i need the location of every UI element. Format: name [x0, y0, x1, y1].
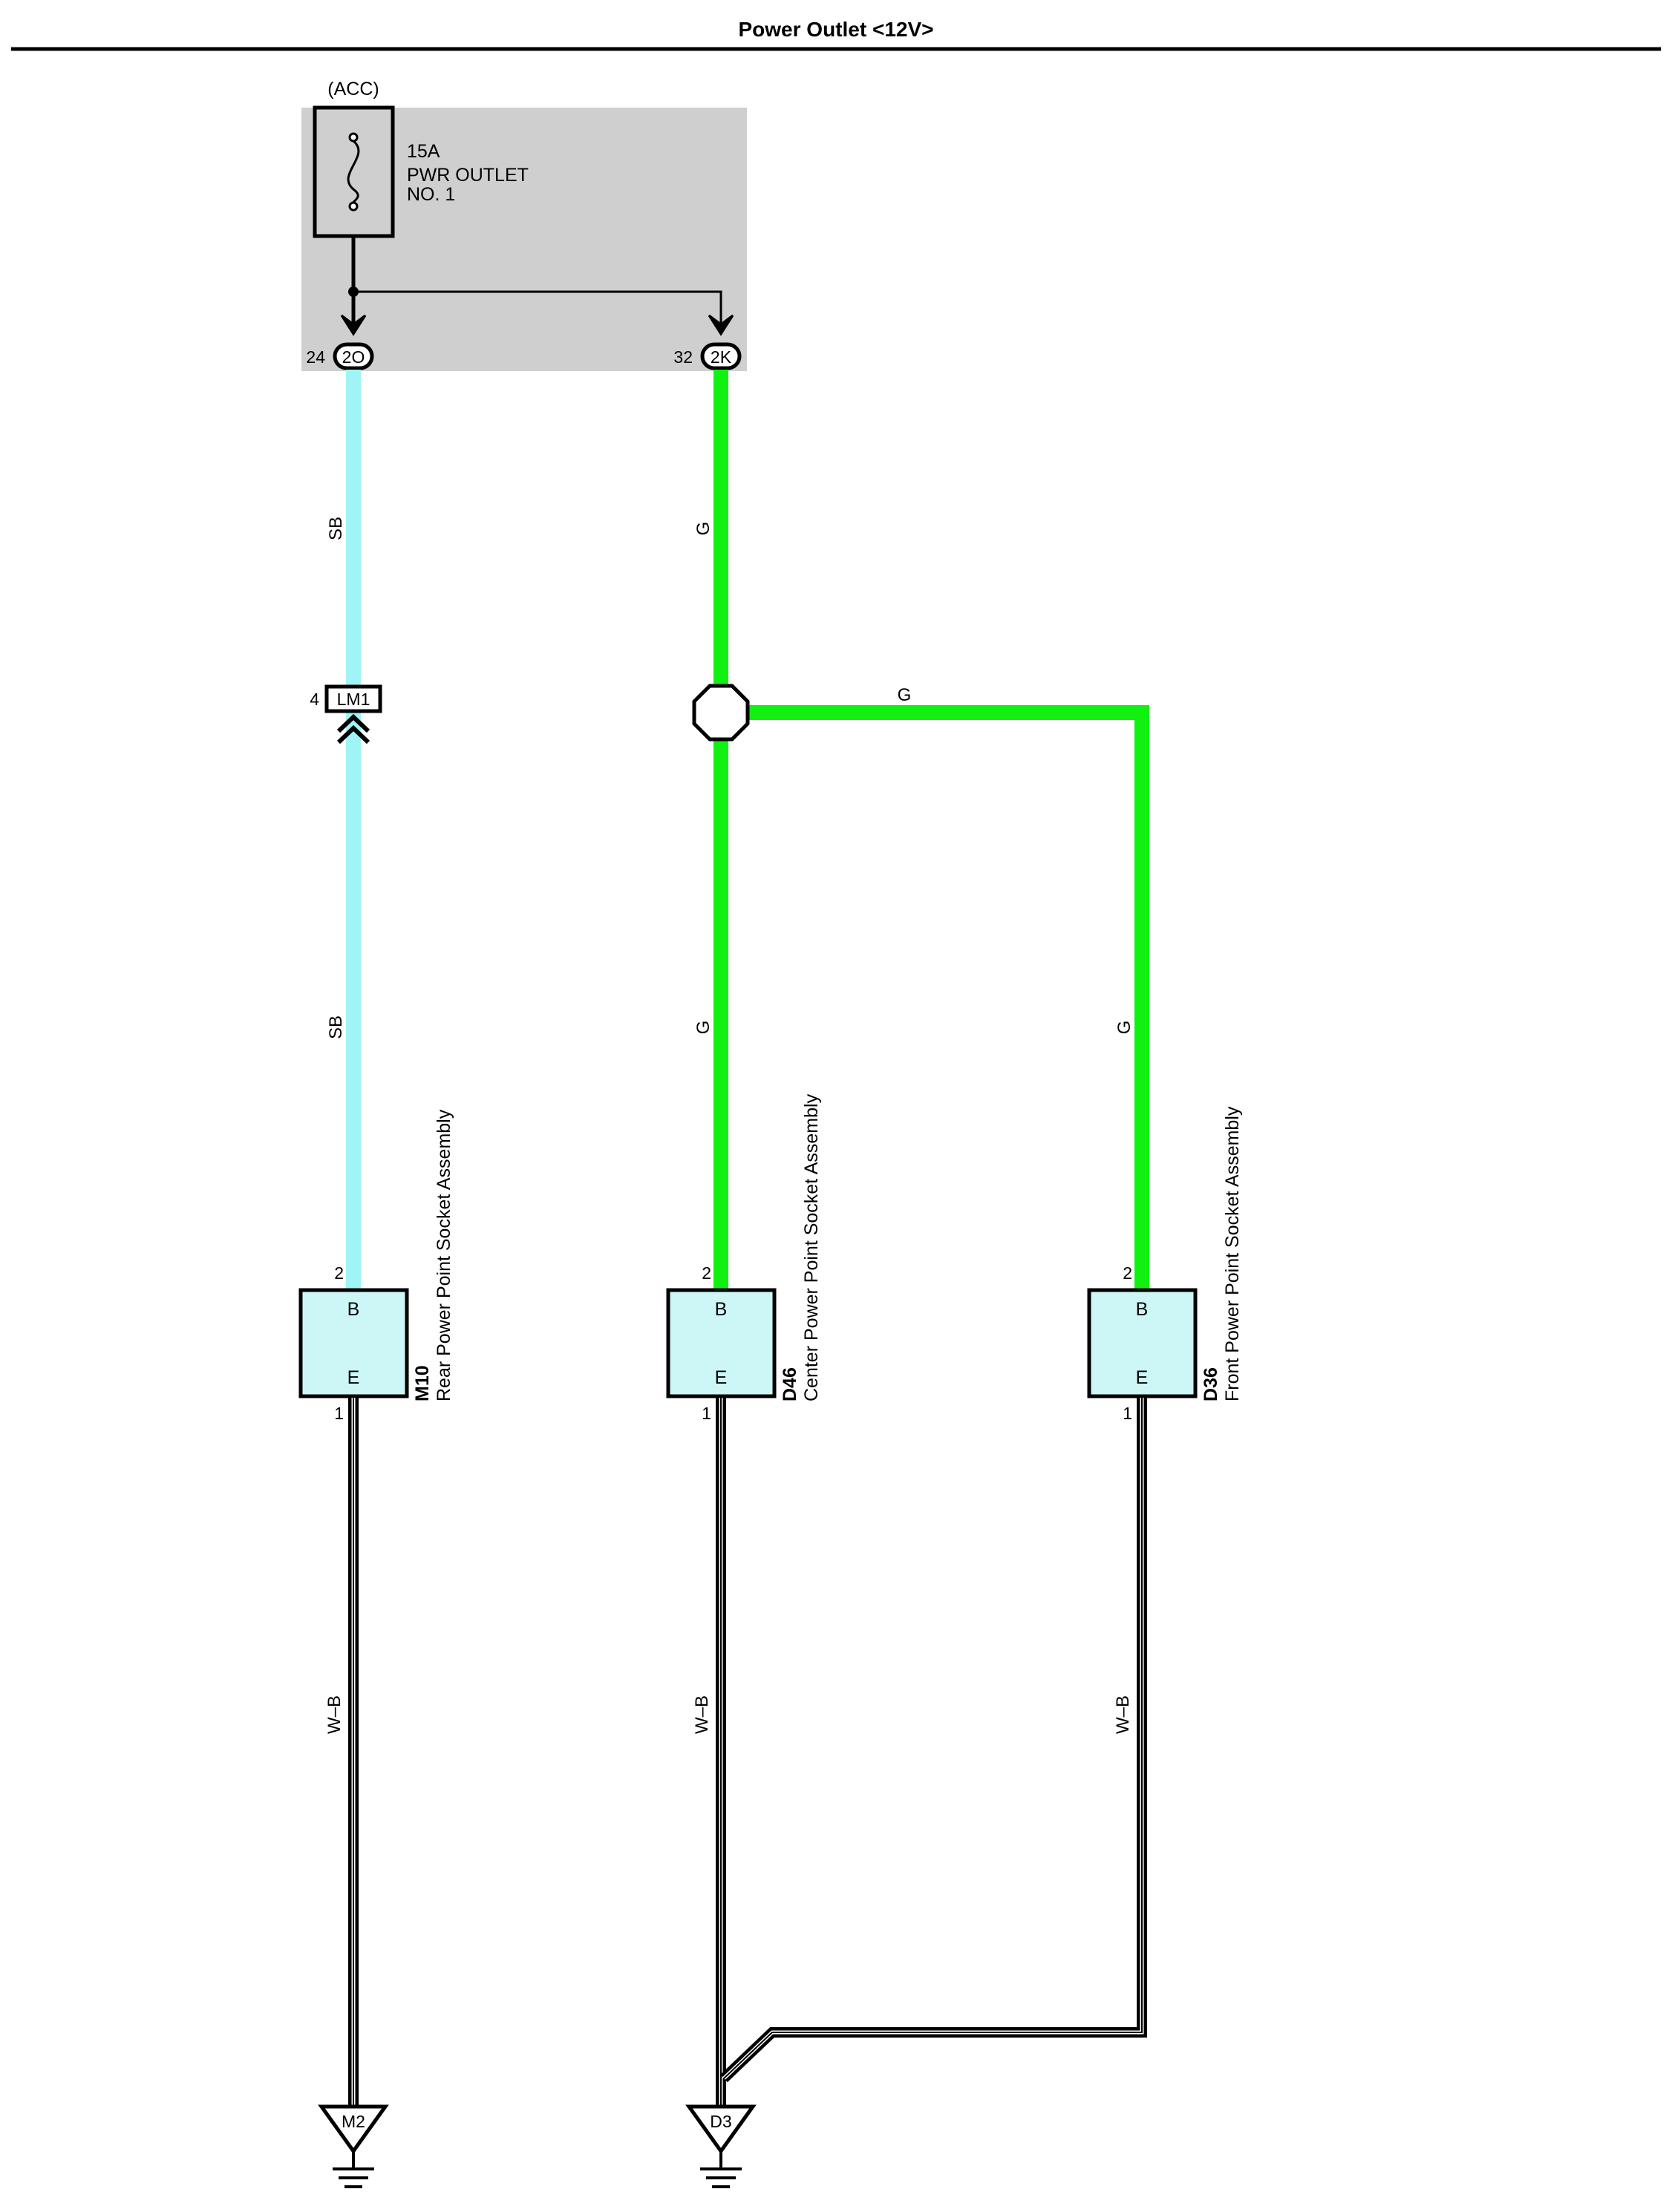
fuse-rating: 15A — [407, 141, 440, 162]
connector-2o-pin: 24 — [306, 347, 325, 367]
wire-wb-front-label: W–B — [1113, 1695, 1133, 1734]
component-d46-pin-bottom: 1 — [702, 1404, 711, 1423]
component-d46-terminal-e: E — [715, 1367, 728, 1388]
internal-wire-branch — [353, 290, 722, 327]
connector-lm1 — [324, 684, 382, 713]
connector-2k-pin: 32 — [673, 347, 693, 367]
junction-block — [301, 108, 747, 371]
component-d36-pin-top: 2 — [1123, 1263, 1132, 1283]
wire-g-center-label: G — [693, 1021, 713, 1035]
wire-g-upper-label: G — [693, 522, 713, 536]
wire-g-front-label: G — [1114, 1021, 1134, 1035]
component-d46-name: Center Power Point Socket Assembly — [801, 1093, 822, 1401]
splice-point — [692, 684, 750, 742]
component-d46-terminal-b: B — [715, 1299, 728, 1320]
ground-m2-code: M2 — [342, 2112, 365, 2131]
component-m10-code: M10 — [412, 1365, 433, 1401]
wire-wb-rear-label: W–B — [324, 1695, 344, 1734]
wire-wb-front — [720, 1398, 1147, 2083]
fuse-name-line2: NO. 1 — [407, 184, 455, 205]
fuse-name-line1: PWR OUTLET — [407, 165, 529, 186]
connector-2o-code: 2O — [342, 347, 365, 367]
wire-sb-upper-label: SB — [326, 517, 346, 540]
component-d36-terminal-e: E — [1136, 1367, 1149, 1388]
connector-2k — [700, 342, 742, 370]
component-d36-terminal-b: B — [1136, 1299, 1149, 1320]
power-source-label: (ACC) — [327, 79, 379, 99]
component-m10-name: Rear Power Point Socket Assembly — [434, 1109, 454, 1401]
component-d46 — [666, 1288, 777, 1398]
ground-d3-icon — [685, 2104, 757, 2188]
connector-lm1-code: LM1 — [337, 690, 370, 709]
connector-2k-code: 2K — [711, 347, 732, 367]
ground-m2-icon — [318, 2104, 389, 2188]
component-d36-pin-bottom: 1 — [1123, 1404, 1132, 1423]
component-d36-name: Front Power Point Socket Assembly — [1222, 1106, 1243, 1401]
ground-d3-code: D3 — [710, 2112, 731, 2131]
wire-g-branch-label: G — [898, 685, 912, 705]
connector-2o — [333, 342, 374, 370]
component-m10 — [298, 1288, 409, 1398]
connector-lm1-chevron-icon — [336, 713, 370, 745]
component-d46-code: D46 — [780, 1367, 800, 1401]
component-m10-terminal-b: B — [347, 1299, 360, 1320]
wire-wb-center-label: W–B — [692, 1695, 712, 1734]
component-m10-pin-top: 2 — [334, 1263, 344, 1283]
component-d36-code: D36 — [1201, 1367, 1221, 1401]
wire-g-branch — [746, 705, 1149, 1290]
arrow-2o — [340, 314, 367, 336]
component-d36 — [1087, 1288, 1198, 1398]
wire-sb-lower-label: SB — [326, 1015, 346, 1039]
page-title: Power Outlet <12V> — [739, 18, 934, 41]
component-d46-pin-top: 2 — [702, 1263, 711, 1283]
component-m10-terminal-e: E — [347, 1367, 360, 1388]
arrow-2k — [708, 314, 734, 336]
connector-lm1-pin: 4 — [310, 690, 319, 709]
component-m10-pin-bottom: 1 — [334, 1404, 344, 1423]
